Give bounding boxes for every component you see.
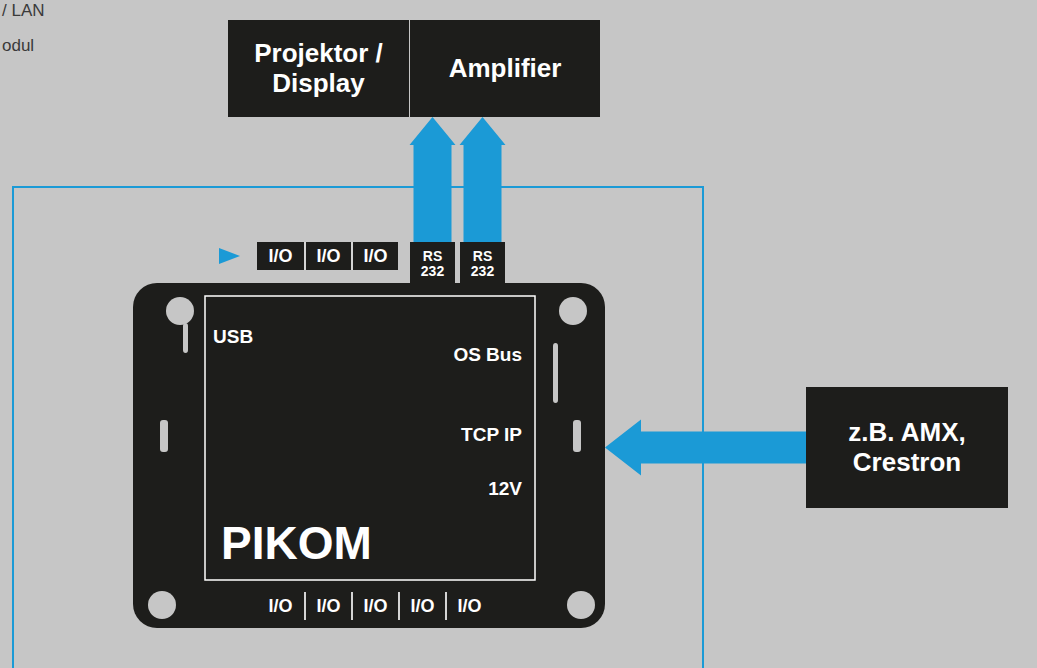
display-box: Projektor / Display	[228, 20, 409, 117]
mounting-hole	[166, 297, 194, 325]
amplifier-box: Amplifier	[410, 20, 600, 117]
mounting-hole	[559, 297, 587, 325]
port-label: RS 232	[466, 249, 500, 278]
box-label: z.B. AMX, Crestron	[816, 418, 998, 478]
io-port: I/O	[257, 592, 304, 620]
io-port: I/O	[445, 592, 492, 620]
io-port: I/O	[351, 242, 398, 270]
io-port: I/O	[304, 592, 351, 620]
vent-slot	[160, 420, 168, 452]
device-body: USB OS BusTCP IP 12V PIKOM	[133, 283, 605, 628]
port-label: USB	[213, 327, 253, 347]
marker-triangle	[219, 248, 240, 264]
io-port: I/O	[304, 242, 351, 270]
vent-slot	[573, 420, 581, 452]
note-text: / LAN	[2, 1, 45, 21]
vent-slot	[183, 323, 188, 353]
device-name: PIKOM	[221, 519, 372, 567]
port-tab: RS 232	[460, 242, 505, 285]
mounting-hole	[148, 591, 176, 619]
io-port: I/O	[257, 242, 304, 270]
port-label: RS 232	[416, 249, 450, 278]
io-port: I/O	[398, 592, 445, 620]
note-text: odul	[2, 36, 34, 56]
block-arrow	[410, 117, 456, 242]
controller-box: z.B. AMX, Crestron	[806, 387, 1008, 508]
port-label: TCP IP	[452, 425, 522, 445]
vent-slot	[553, 343, 558, 403]
port-label: 12V	[452, 479, 522, 499]
box-label: Projektor / Display	[238, 39, 399, 99]
mounting-hole	[567, 591, 595, 619]
box-label: Amplifier	[449, 54, 562, 84]
block-arrow	[460, 117, 506, 242]
device-shape	[133, 283, 605, 628]
housing	[133, 283, 605, 628]
panel-outline	[205, 296, 535, 580]
port-label: OS Bus	[452, 345, 522, 365]
io-port: I/O	[351, 592, 398, 620]
port-tab: RS 232	[410, 242, 455, 285]
block-arrow	[605, 420, 806, 476]
region-outline	[13, 187, 703, 668]
